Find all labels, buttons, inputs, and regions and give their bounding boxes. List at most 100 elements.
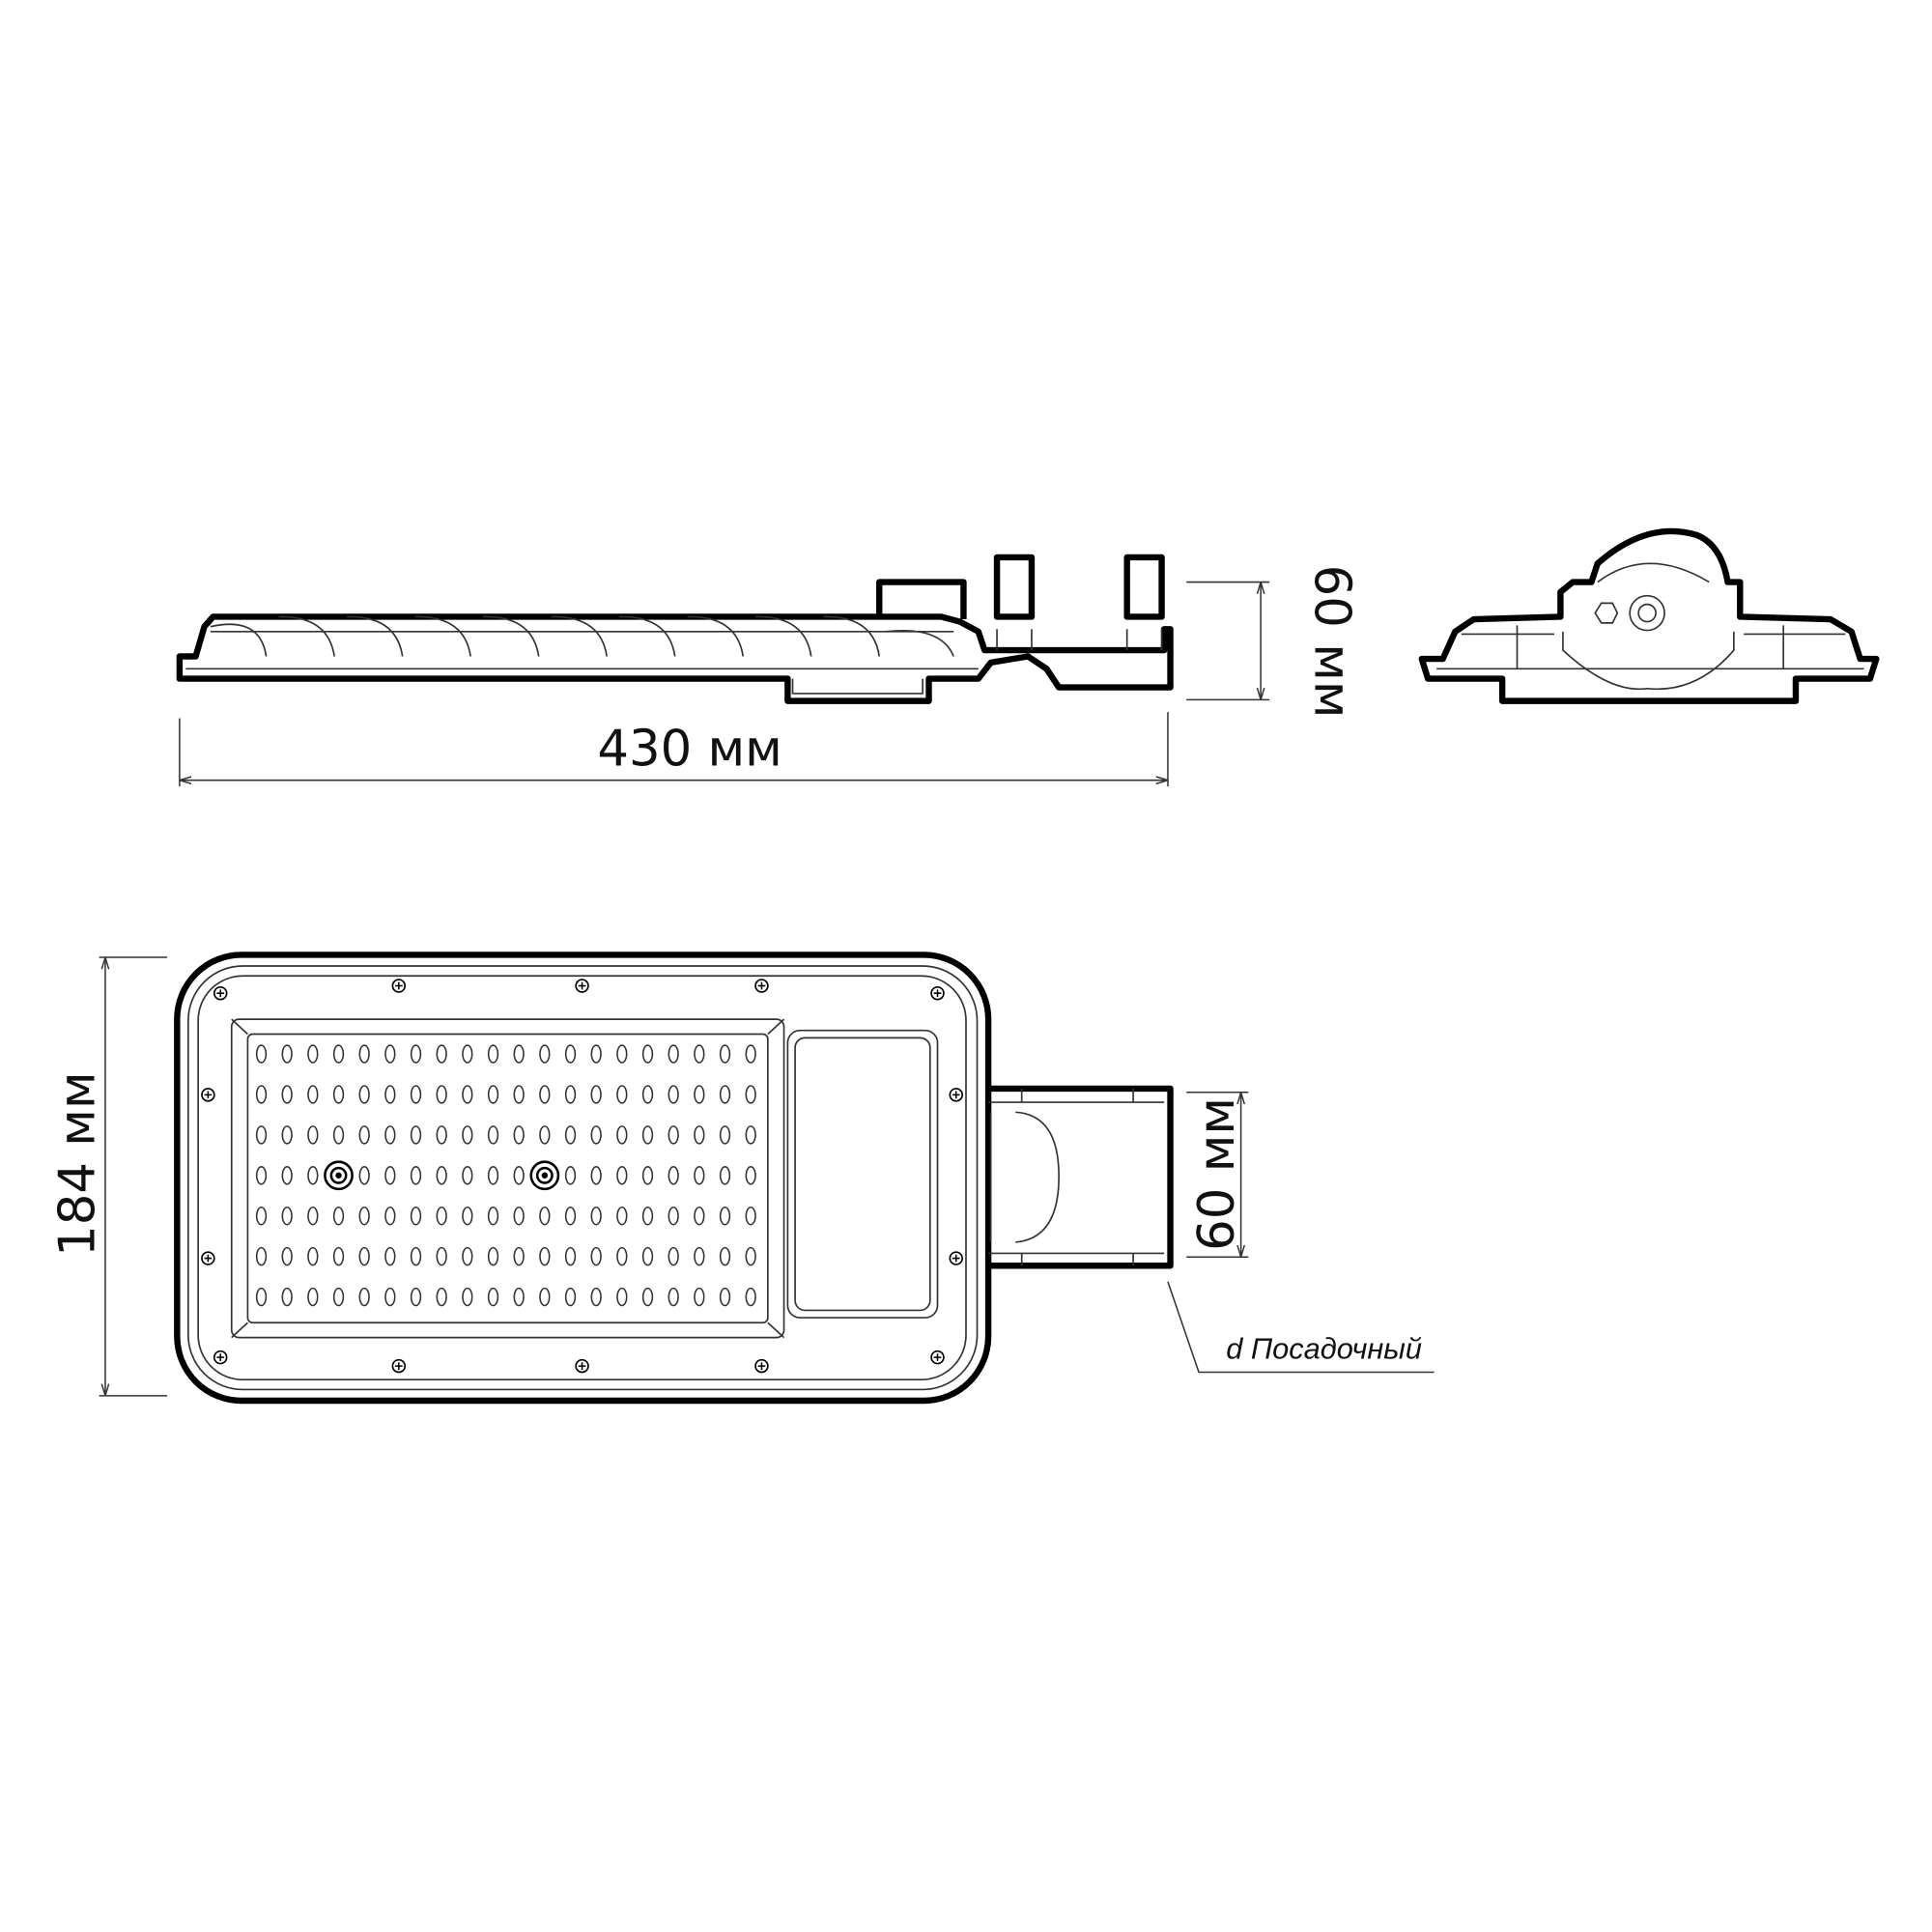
led — [616, 1246, 628, 1266]
led — [307, 1287, 319, 1307]
led — [641, 1287, 654, 1307]
width-dimension: 184 мм — [48, 956, 168, 1397]
led — [564, 1044, 577, 1064]
led — [564, 1166, 577, 1185]
led — [384, 1044, 396, 1064]
screw-icon — [754, 979, 769, 993]
led — [255, 1287, 268, 1307]
led — [281, 1287, 293, 1307]
led — [307, 1166, 319, 1185]
led — [719, 1085, 731, 1104]
led — [436, 1166, 447, 1185]
led — [436, 1085, 447, 1104]
led — [255, 1125, 268, 1145]
led — [462, 1246, 473, 1266]
led — [564, 1085, 577, 1104]
side-view — [176, 554, 1174, 704]
led — [564, 1206, 577, 1226]
led — [436, 1044, 447, 1064]
front-view — [1418, 527, 1880, 704]
led — [616, 1044, 628, 1064]
led — [487, 1206, 499, 1226]
led — [694, 1044, 705, 1064]
led — [616, 1085, 628, 1104]
screw-icon — [391, 979, 407, 993]
screw-icon — [930, 985, 945, 1001]
led — [694, 1206, 705, 1226]
led — [487, 1166, 499, 1185]
led — [641, 1044, 654, 1064]
led — [668, 1125, 679, 1145]
led — [539, 1044, 551, 1064]
led — [745, 1287, 756, 1307]
led — [668, 1166, 679, 1185]
led — [358, 1287, 370, 1307]
led — [436, 1125, 447, 1145]
led — [745, 1044, 756, 1064]
screw-icon — [930, 1350, 945, 1365]
led — [745, 1206, 756, 1226]
led — [641, 1246, 654, 1266]
led — [564, 1125, 577, 1145]
led — [358, 1085, 370, 1104]
led — [462, 1166, 473, 1185]
led — [255, 1085, 268, 1104]
led — [436, 1287, 447, 1307]
led — [384, 1246, 396, 1266]
led — [539, 1206, 551, 1226]
led — [745, 1085, 756, 1104]
led — [436, 1206, 447, 1226]
led — [384, 1206, 396, 1226]
led — [745, 1125, 756, 1145]
screw-icon — [213, 1350, 228, 1365]
led — [462, 1085, 473, 1104]
led — [745, 1166, 756, 1185]
led — [487, 1125, 499, 1145]
led — [255, 1246, 268, 1266]
led — [719, 1206, 731, 1226]
led — [487, 1085, 499, 1104]
mount-diameter-note: d Посадочный — [1167, 1281, 1435, 1374]
length-dimension: 430 мм — [179, 712, 1169, 787]
led — [616, 1287, 628, 1307]
led — [410, 1044, 422, 1064]
led — [255, 1206, 268, 1226]
led — [462, 1044, 473, 1064]
led — [281, 1085, 293, 1104]
led — [487, 1287, 499, 1307]
led — [281, 1246, 293, 1266]
led — [332, 1287, 345, 1307]
led — [539, 1125, 551, 1145]
led — [616, 1166, 628, 1185]
led — [719, 1044, 731, 1064]
led — [641, 1125, 654, 1145]
led — [719, 1246, 731, 1266]
screw-icon — [754, 1358, 769, 1374]
led — [719, 1125, 731, 1145]
led — [513, 1166, 525, 1185]
led — [307, 1246, 319, 1266]
led — [694, 1287, 705, 1307]
led — [332, 1206, 345, 1226]
led — [745, 1246, 756, 1266]
led — [564, 1246, 577, 1266]
led — [487, 1246, 499, 1266]
led — [332, 1044, 345, 1064]
sensor-lens — [324, 1160, 354, 1191]
led — [694, 1085, 705, 1104]
led — [462, 1206, 473, 1226]
led — [590, 1044, 602, 1064]
led — [694, 1166, 705, 1185]
led — [513, 1246, 525, 1266]
led — [358, 1125, 370, 1145]
led — [307, 1125, 319, 1145]
led — [539, 1085, 551, 1104]
led — [590, 1246, 602, 1266]
led — [281, 1044, 293, 1064]
led — [462, 1125, 473, 1145]
led — [513, 1085, 525, 1104]
screw-icon — [575, 979, 589, 993]
led — [281, 1166, 293, 1185]
led — [307, 1085, 319, 1104]
